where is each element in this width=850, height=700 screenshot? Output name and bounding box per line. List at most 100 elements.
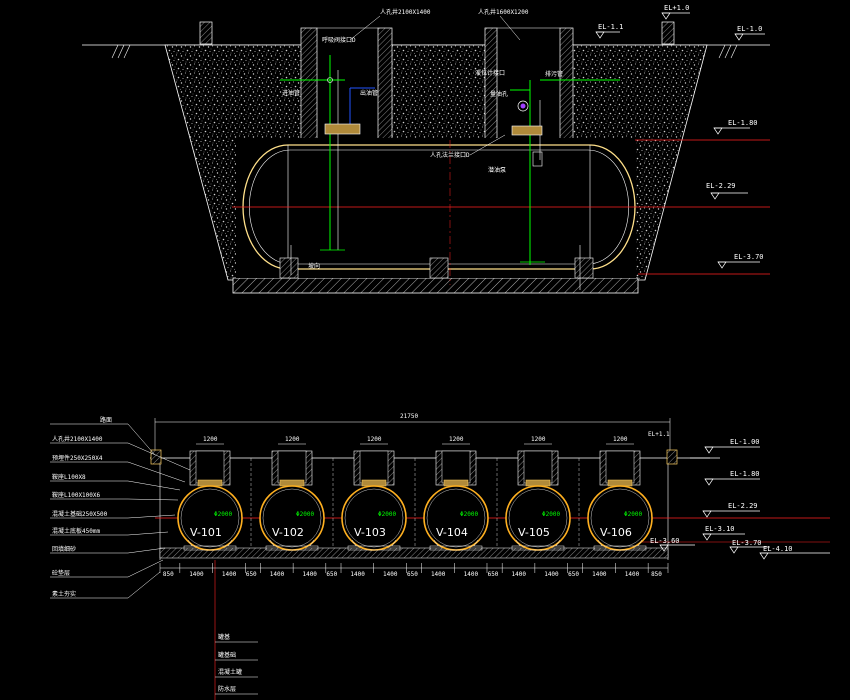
callout-right-pipe: 量油孔 bbox=[490, 90, 508, 98]
bottom-dim-label: 850 bbox=[651, 571, 662, 578]
legend-item: 罐基 bbox=[218, 633, 230, 641]
top-right-note: EL+1.1 bbox=[648, 431, 670, 438]
tank-diameter-label: Φ2000 bbox=[378, 511, 396, 518]
callout-right-pipe2: 排污管 bbox=[545, 70, 563, 78]
tank-id-label: V-106 bbox=[600, 526, 632, 539]
manhole-width-label: 1200 bbox=[449, 436, 464, 443]
tank-id-label: V-104 bbox=[436, 526, 468, 539]
overall-dimension: 21750 bbox=[400, 413, 418, 420]
manhole-width-label: 1200 bbox=[531, 436, 546, 443]
tank-diameter-label: Φ2000 bbox=[624, 511, 642, 518]
manhole-right bbox=[484, 27, 574, 141]
callout-manhole-right: 人孔井1600X1200 bbox=[478, 8, 529, 16]
tank-shell bbox=[177, 485, 243, 551]
callout-manhole-left: 人孔井2100X1400 bbox=[380, 8, 431, 16]
plan-el-5: EL-3.10 bbox=[705, 525, 735, 533]
tank-row: 1200Φ2000V-1011200Φ2000V-1021200Φ2000V-1… bbox=[177, 436, 653, 551]
left-callout-label: 鞍座L100X8 bbox=[52, 473, 86, 481]
tank-diameter-label: Φ2000 bbox=[542, 511, 560, 518]
legend-item: 防水层 bbox=[218, 685, 236, 693]
bottom-dim-label: 1400 bbox=[189, 571, 204, 578]
tank-shell bbox=[505, 485, 571, 551]
callout-left-pipe: 进油管 bbox=[282, 89, 300, 97]
legend-item: 混凝土罐 bbox=[218, 668, 242, 676]
plan-view: 21750 EL+1.1 1200Φ2000V-1011200Φ2000V-10… bbox=[50, 413, 830, 700]
callout-bottom-mark: 坡向 bbox=[308, 262, 320, 270]
callout-level-gauge: 液位计接口 bbox=[475, 69, 505, 77]
curb-right bbox=[661, 21, 675, 45]
tank-id-label: V-103 bbox=[354, 526, 386, 539]
left-callout-label: 人孔井2100X1400 bbox=[52, 435, 103, 443]
manhole-width-label: 1200 bbox=[367, 436, 382, 443]
tank-id-label: V-105 bbox=[518, 526, 550, 539]
bottom-dim-label: 650 bbox=[568, 571, 579, 578]
bottom-dim-label: 1400 bbox=[431, 571, 446, 578]
left-callout-label: 素土夯实 bbox=[52, 590, 76, 598]
manhole-width-label: 1200 bbox=[285, 436, 300, 443]
el-ground-right: EL+1.0 bbox=[664, 4, 689, 12]
callout-pump: 潜油泵 bbox=[488, 166, 506, 174]
el-tank-center: EL-2.29 bbox=[706, 182, 736, 190]
base-slab bbox=[232, 277, 639, 294]
manhole-width-label: 1200 bbox=[203, 436, 218, 443]
plan-el-6: EL-3.70 bbox=[732, 539, 762, 547]
left-callout-label: 混凝土基础250X500 bbox=[52, 510, 108, 518]
left-callout-label: 混凝土底板450mm bbox=[52, 527, 100, 535]
callout-vent-valve: 呼吸阀接口D bbox=[322, 36, 356, 44]
manhole-width-label: 1200 bbox=[613, 436, 628, 443]
section-view: 人孔井2100X1400 人孔井1600X1200 呼吸阀接口D 进油管 出油管… bbox=[82, 4, 770, 294]
left-callouts: 路面人孔井2100X1400预埋件250X250X4鞍座L100X8鞍座L100… bbox=[50, 416, 191, 599]
plan-el-4: EL-3.60 bbox=[650, 537, 680, 545]
curb-left bbox=[199, 21, 213, 45]
elevation-markers bbox=[595, 12, 765, 269]
left-callout-label: 路面 bbox=[100, 416, 112, 424]
left-callout-label: 回填细砂 bbox=[52, 545, 76, 553]
tank-diameter-label: Φ2000 bbox=[296, 511, 314, 518]
legend-item: 罐基础 bbox=[218, 651, 236, 659]
plan-el-7: EL-4.10 bbox=[763, 545, 793, 553]
el-tank-bottom: EL-3.70 bbox=[734, 253, 764, 261]
tank-id-label: V-101 bbox=[190, 526, 222, 539]
left-callout-label: 预埋件250X250X4 bbox=[52, 454, 103, 462]
el-ground-left: EL-1.1 bbox=[598, 23, 623, 31]
el-tank-top: EL-1.80 bbox=[728, 119, 758, 127]
bottom-dim-label: 850 bbox=[163, 571, 174, 578]
plan-el-1: EL-1.00 bbox=[730, 438, 760, 446]
bottom-dim-label: 1400 bbox=[464, 571, 479, 578]
piping-right bbox=[510, 79, 620, 290]
bottom-dim-label: 1400 bbox=[302, 571, 317, 578]
horizontal-tank bbox=[242, 144, 636, 279]
callout-left-pipe2: 出油管 bbox=[360, 89, 378, 97]
bottom-dim-label: 1400 bbox=[222, 571, 237, 578]
bottom-dim-label: 1400 bbox=[625, 571, 640, 578]
el-ground-far: EL-1.0 bbox=[737, 25, 762, 33]
bottom-dim-label: 1400 bbox=[592, 571, 607, 578]
left-callout-label: 砼垫层 bbox=[52, 569, 70, 577]
bottom-dimensions: 850 1400 1400 650 1400 1400 650 1400 1400 650 1400… bbox=[159, 563, 669, 578]
callout-manhole-flange: 人孔法兰接口D bbox=[430, 151, 470, 159]
tank-shell bbox=[341, 485, 407, 551]
bottom-dim-label: 1400 bbox=[270, 571, 285, 578]
bottom-legend: 罐基 罐基础 混凝土罐 防水层 bbox=[215, 633, 258, 695]
tank-diameter-label: Φ2000 bbox=[460, 511, 478, 518]
plan-el-3: EL-2.29 bbox=[728, 502, 758, 510]
bottom-dim-label: 1400 bbox=[350, 571, 365, 578]
bottom-dim-label: 1400 bbox=[383, 571, 398, 578]
bottom-dim-label: 650 bbox=[488, 571, 499, 578]
tank-shell bbox=[259, 485, 325, 551]
plan-el-2: EL-1.80 bbox=[730, 470, 760, 478]
tank-diameter-label: Φ2000 bbox=[214, 511, 232, 518]
bottom-dim-label: 650 bbox=[407, 571, 418, 578]
bottom-dim-label: 650 bbox=[326, 571, 337, 578]
piping-left bbox=[280, 55, 375, 275]
tank-id-label: V-102 bbox=[272, 526, 304, 539]
bottom-dim-label: 1400 bbox=[512, 571, 527, 578]
manhole-left bbox=[300, 27, 393, 141]
